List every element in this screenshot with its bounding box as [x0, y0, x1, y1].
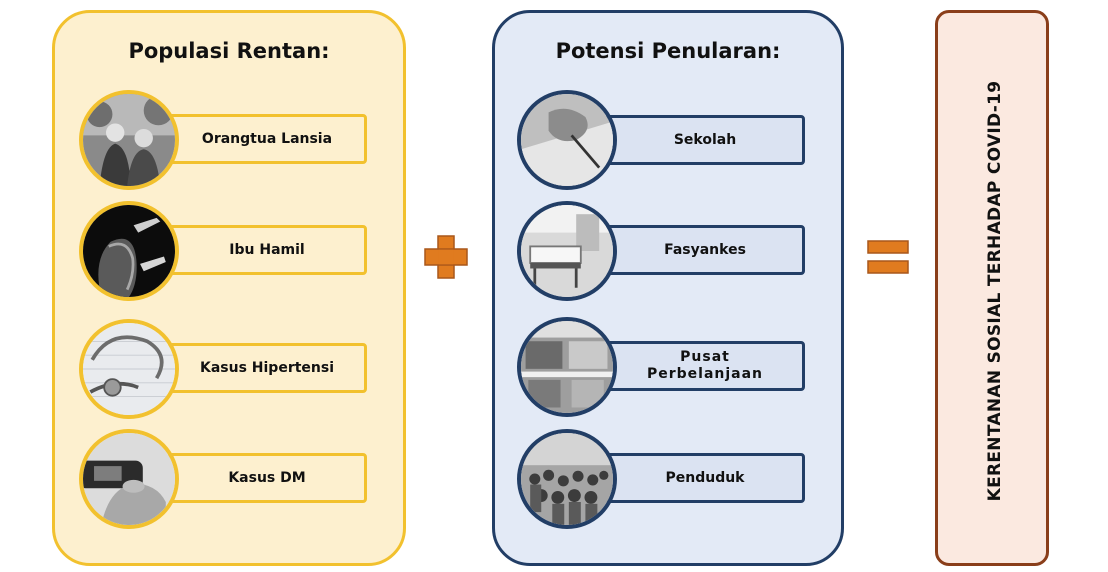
panel-title: Populasi Rentan:: [128, 39, 330, 63]
item-penduduk: Penduduk: [605, 453, 805, 503]
item-label: Orangtua Lansia: [201, 130, 333, 147]
plus-icon: [424, 235, 468, 279]
item-kasus-hipertensi: Kasus Hipertensi: [167, 343, 367, 393]
result-box: KERENTANAN SOSIAL TERHADAP COVID-19: [935, 10, 1049, 566]
transmission-potential-panel: Potensi Penularan: Sekolah Fasyankes Pus…: [492, 10, 844, 566]
item-orangtua-lansia: Orangtua Lansia: [167, 114, 367, 164]
item-label: Sekolah: [673, 131, 737, 148]
pregnant-woman-icon: [79, 201, 179, 301]
panel-title: Potensi Penularan:: [555, 39, 781, 63]
item-pusat-perbelanjaan: Pusat Perbelanjaan: [605, 341, 805, 391]
item-fasyankes: Fasyankes: [605, 225, 805, 275]
shopping-mall-icon: [517, 317, 617, 417]
vulnerable-population-panel: Populasi Rentan: Orangtua Lansia Ibu Ham…: [52, 10, 406, 566]
result-label: KERENTANAN SOSIAL TERHADAP COVID-19: [985, 80, 1005, 502]
crowd-icon: [517, 429, 617, 529]
item-label: Pusat Perbelanjaan: [646, 349, 764, 382]
equals-icon: [867, 240, 909, 274]
stethoscope-icon: [79, 319, 179, 419]
hospital-ward-icon: [517, 201, 617, 301]
item-label: Penduduk: [665, 469, 745, 486]
item-label: Kasus Hipertensi: [199, 359, 335, 376]
item-sekolah: Sekolah: [605, 115, 805, 165]
item-label: Ibu Hamil: [229, 241, 305, 258]
glucose-meter-icon: [79, 429, 179, 529]
writing-hand-icon: [517, 90, 617, 190]
item-label: Kasus DM: [228, 469, 306, 486]
item-ibu-hamil: Ibu Hamil: [167, 225, 367, 275]
item-label: Fasyankes: [664, 241, 746, 258]
elderly-couple-icon: [79, 90, 179, 190]
item-kasus-dm: Kasus DM: [167, 453, 367, 503]
